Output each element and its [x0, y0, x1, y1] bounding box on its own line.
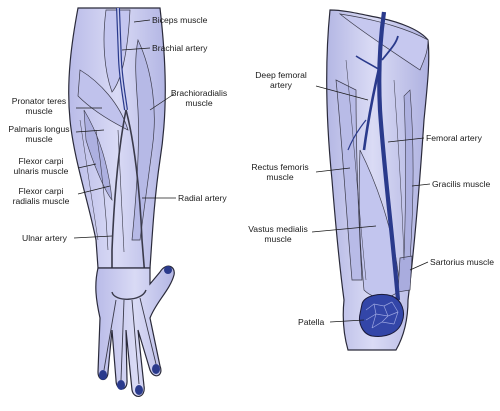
forearm-line-1: [95, 129, 109, 251]
brachial-artery-core: [117, 7, 127, 111]
rectus-femoris-shape: [335, 79, 363, 281]
leader-fcu: [77, 163, 97, 169]
label-flexor-carpi-radialis: Flexor carpi radialis muscle: [4, 186, 78, 206]
leader-biceps: [133, 19, 151, 23]
gracilis-shape: [403, 89, 414, 261]
label-sartorius-muscle: Sartorius muscle: [430, 257, 494, 267]
digital-artery-2: [120, 299, 125, 381]
label-deep-femoral-artery: Deep femoral artery: [248, 70, 314, 90]
digital-artery-1: [103, 299, 117, 371]
leader-gracilis: [411, 183, 431, 187]
patella-shape: [359, 293, 405, 337]
label-brachial-artery: Brachial artery: [152, 43, 208, 53]
label-pronator-teres: Pronator teres muscle: [2, 96, 76, 116]
label-deep-femoral-line1: Deep femoral: [255, 70, 307, 80]
deep-femoral-artery: [362, 63, 382, 151]
label-patella: Patella: [298, 317, 325, 327]
fingertip-3: [135, 385, 143, 395]
label-flexor-carpi-ulnaris: Flexor carpi ulnaris muscle: [4, 156, 78, 176]
label-vastus-medialis: Vastus medialis muscle: [244, 224, 312, 244]
digital-artery-3: [131, 299, 140, 385]
label-gracilis-muscle: Gracilis muscle: [432, 179, 491, 189]
arm-leader-lines: [73, 19, 176, 239]
fingertip-4: [152, 364, 160, 374]
forearm-line-2: [117, 129, 125, 253]
pronator-shape: [77, 69, 129, 131]
femoral-artery: [377, 11, 401, 301]
leader-fcr: [77, 185, 111, 195]
label-palmaris-longus: Palmaris longus muscle: [2, 124, 76, 144]
label-palmaris-longus-line1: Palmaris longus: [8, 124, 70, 134]
radial-artery: [125, 109, 147, 291]
leg-drawing: [326, 9, 430, 351]
label-brachioradialis-line1: Brachioradialis: [170, 88, 228, 98]
brachioradialis-shape: [131, 38, 155, 241]
arm-drawing: [68, 7, 175, 397]
leader-vastus: [311, 225, 377, 233]
label-rectus-line1: Rectus femoris: [251, 162, 309, 172]
leader-brachial: [121, 47, 151, 51]
label-brachioradialis-line2: muscle: [185, 98, 213, 108]
fingertip-1: [99, 370, 107, 380]
femoral-branch-3: [347, 119, 367, 151]
label-palmaris-longus-line2: muscle: [25, 134, 53, 144]
thumb-tip: [164, 266, 172, 274]
sartorius-band: [397, 255, 413, 293]
fingertip-2: [117, 380, 125, 390]
leader-patella: [329, 319, 365, 323]
leader-rectus: [315, 167, 351, 173]
label-pronator-teres-line1: Pronator teres: [11, 96, 67, 106]
leader-deep-femoral: [315, 85, 369, 101]
label-fcr-line2: radialis muscle: [12, 196, 70, 206]
ulnar-artery: [111, 109, 127, 292]
label-rectus-line2: muscle: [266, 172, 294, 182]
label-vastus-line1: Vastus medialis: [248, 224, 308, 234]
label-rectus-femoris: Rectus femoris muscle: [246, 162, 314, 182]
leader-ulnar: [73, 235, 113, 239]
thigh-line-1: [345, 59, 367, 281]
femoral-branch-2: [355, 55, 381, 71]
label-radial-artery: Radial artery: [178, 193, 227, 203]
label-vastus-line2: muscle: [264, 234, 292, 244]
label-pronator-teres-line2: muscle: [25, 106, 53, 116]
leader-palmaris: [75, 129, 105, 133]
leader-sartorius: [409, 261, 429, 271]
patella-texture: [365, 301, 399, 329]
label-deep-femoral-line2: artery: [270, 80, 292, 90]
palmar-arch: [111, 289, 147, 300]
digital-artery-4: [139, 297, 157, 365]
label-biceps-muscle: Biceps muscle: [152, 15, 208, 25]
biceps-shape: [103, 9, 131, 93]
label-fcr-line1: Flexor carpi: [18, 186, 64, 196]
inguinal-region: [338, 13, 429, 71]
leader-brachioradialis: [149, 93, 175, 111]
leg-leader-lines: [311, 85, 431, 323]
label-femoral-artery: Femoral artery: [426, 133, 482, 143]
forearm-line-3: [79, 119, 99, 241]
femoral-branch-1: [381, 35, 399, 61]
thigh-line-2: [393, 79, 405, 261]
leader-femoral: [387, 137, 425, 143]
label-brachioradialis: Brachioradialis muscle: [164, 88, 234, 108]
label-fcu-line1: Flexor carpi: [18, 156, 64, 166]
label-ulnar-artery: Ulnar artery: [22, 233, 67, 243]
label-fcu-line2: ulnaris muscle: [13, 166, 69, 176]
